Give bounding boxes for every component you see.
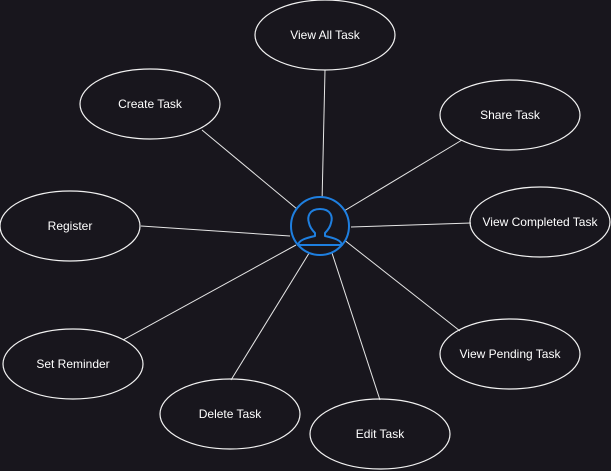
use-case-ellipse — [254, 0, 396, 71]
use-case-label: Set Reminder — [36, 357, 109, 371]
use-case-ellipse — [469, 186, 611, 258]
user-icon — [297, 208, 343, 246]
use-case-delete-task[interactable]: Delete Task — [159, 378, 301, 450]
connector-view-all-task — [321, 69, 326, 204]
actor-ring — [290, 196, 350, 256]
use-case-view-completed-task[interactable]: View Completed Task — [469, 186, 611, 258]
use-case-ellipse — [159, 378, 301, 450]
use-case-view-all-task[interactable]: View All Task — [254, 0, 396, 71]
connector-view-pending-task — [342, 238, 461, 332]
use-case-label: Register — [48, 219, 93, 233]
connector-delete-task — [230, 249, 312, 381]
connector-edit-task — [330, 249, 381, 401]
use-case-label: View Completed Task — [483, 215, 599, 229]
use-case-label: Delete Task — [199, 407, 262, 421]
use-case-view-pending-task[interactable]: View Pending Task — [439, 318, 581, 390]
use-case-ellipse — [2, 328, 144, 400]
use-case-register[interactable]: Register — [0, 190, 141, 262]
use-case-edit-task[interactable]: Edit Task — [309, 398, 451, 470]
use-case-label: View All Task — [290, 28, 361, 42]
connector-share-task — [338, 139, 463, 215]
use-case-label: View Pending Task — [460, 347, 562, 361]
connector-set-reminder — [122, 244, 297, 341]
use-case-create-task[interactable]: Create Task — [79, 68, 221, 140]
connector-register — [140, 225, 291, 237]
use-case-label: Create Task — [118, 97, 183, 111]
use-case-ellipse — [0, 190, 141, 262]
actor[interactable] — [290, 196, 350, 256]
use-case-set-reminder[interactable]: Set Reminder — [2, 328, 144, 400]
use-case-ellipse — [439, 318, 581, 390]
use-case-ellipse — [439, 79, 581, 151]
use-case-ellipse — [79, 68, 221, 140]
connector-view-completed-task — [350, 222, 472, 228]
use-case-label: Edit Task — [356, 427, 405, 441]
use-case-share-task[interactable]: Share Task — [439, 79, 581, 151]
use-case-label: Share Task — [480, 108, 541, 122]
use-case-ellipse — [309, 398, 451, 470]
connector-create-task — [201, 129, 304, 215]
connectors — [122, 69, 472, 401]
